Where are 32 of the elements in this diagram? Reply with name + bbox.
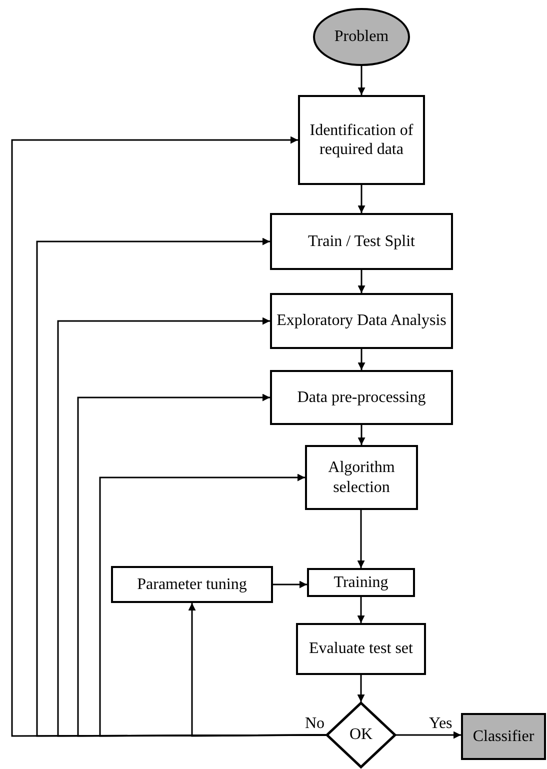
process-box — [305, 445, 418, 510]
node-label: Identification of required data — [308, 120, 414, 160]
arrow — [358, 66, 366, 95]
process-box — [270, 213, 453, 270]
node-label: Algorithm selection — [327, 458, 396, 497]
start-ellipse — [313, 8, 410, 66]
process-box — [270, 370, 453, 425]
arrow — [357, 597, 365, 623]
node-label: Train / Test Split — [307, 232, 416, 252]
node-label: Problem — [333, 27, 390, 47]
arrow — [273, 580, 307, 588]
process-box — [296, 623, 426, 675]
process-box — [270, 293, 453, 349]
process-box — [111, 566, 273, 603]
arrow — [396, 731, 461, 739]
arrow — [358, 349, 366, 370]
node-label: Exploratory Data Analysis — [276, 311, 448, 331]
node-label: Evaluate test set — [308, 639, 414, 659]
decision-diamond — [326, 702, 396, 768]
node-label: OK — [348, 725, 374, 745]
arrow — [357, 675, 365, 702]
node-label: Classifier — [472, 726, 536, 746]
arrow — [358, 270, 366, 293]
node-label: Parameter tuning — [136, 574, 248, 594]
process-box — [298, 95, 425, 185]
arrow — [357, 510, 365, 568]
node-label: Data pre-processing — [296, 388, 427, 408]
arrow — [358, 185, 366, 213]
node-label: Training — [332, 572, 390, 592]
process-box — [307, 568, 415, 597]
process-box — [461, 713, 546, 760]
arrow — [358, 425, 366, 445]
